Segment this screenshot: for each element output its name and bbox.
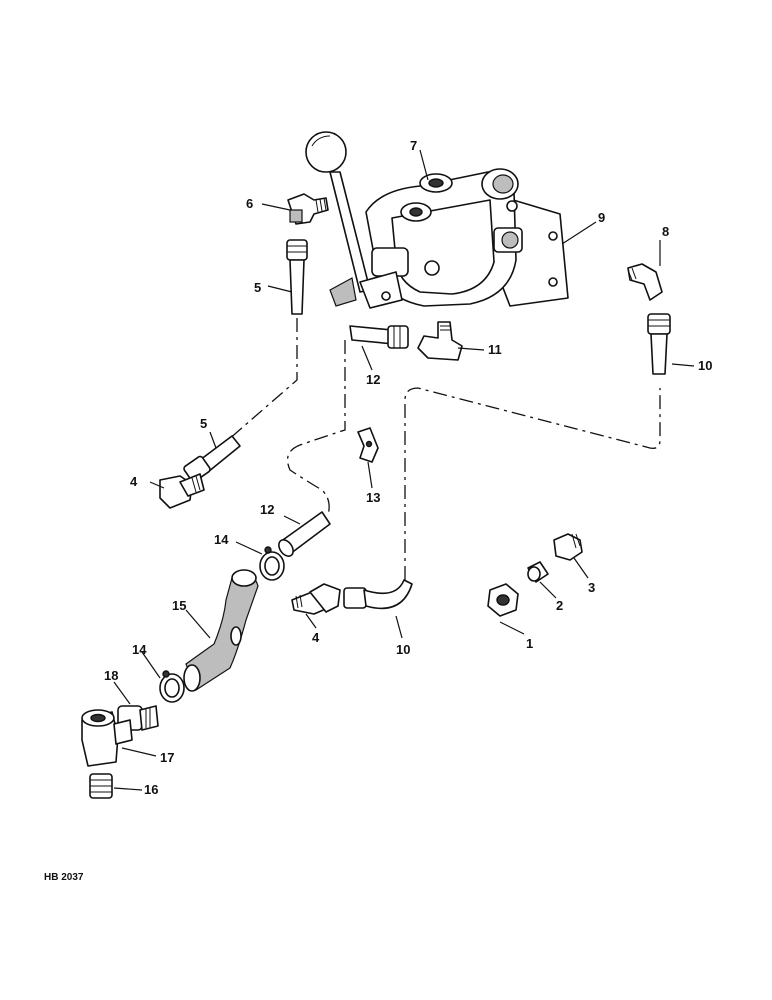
reference-code: HB 2037	[44, 872, 84, 883]
valve-bolt	[506, 200, 518, 212]
adapter-3	[553, 533, 583, 561]
curved-hose-10	[343, 579, 413, 610]
lever-knob	[305, 131, 347, 173]
callout-9: 9	[598, 210, 605, 225]
hose-clamp-14-upper	[259, 546, 285, 581]
hose-route-left	[227, 318, 298, 441]
control-lever	[305, 131, 403, 309]
tee-fitting-17	[81, 709, 133, 767]
callout-4-left: 4	[130, 474, 138, 489]
lever-boot	[329, 277, 357, 307]
hose-clamp-14-lower	[159, 670, 185, 703]
hose-route-right	[404, 387, 661, 580]
elbow-fitting-11	[417, 321, 463, 361]
control-valve-assembly	[365, 168, 569, 307]
callout-16: 16	[144, 782, 158, 797]
hose-clip-13	[357, 427, 379, 463]
callout-15: 15	[172, 598, 186, 613]
callout-18: 18	[104, 668, 118, 683]
valve-port-front	[409, 207, 423, 217]
valve-side-plug-hex	[501, 231, 519, 249]
elbow-fitting-4-left	[159, 473, 205, 509]
hose-end-5-upper	[286, 239, 308, 315]
callout-4-center: 4	[312, 630, 320, 645]
callout-10-center: 10	[396, 642, 410, 657]
callout-labels: 1 2 3 4 4 5 5 6 7 8 9 10 10 11 12 12 13 …	[104, 138, 712, 797]
callout-8: 8	[662, 224, 669, 239]
lever-knob-highlight	[311, 135, 331, 147]
valve-bolt	[424, 260, 440, 276]
nut-1	[487, 583, 519, 617]
hose-end-10-right	[647, 313, 671, 375]
formed-hose-15	[183, 569, 259, 692]
callout-5-lower: 5	[200, 416, 207, 431]
valve-spool-end	[371, 247, 409, 277]
callout-3: 3	[588, 580, 595, 595]
callout-17: 17	[160, 750, 174, 765]
plug-16	[89, 773, 113, 799]
valve-end-cap-inner	[492, 174, 514, 194]
callout-6: 6	[246, 196, 253, 211]
leader-lines	[113, 149, 695, 791]
elbow-fitting-4-center	[291, 583, 341, 615]
sleeve-2	[527, 561, 549, 583]
callout-12-lower: 12	[260, 502, 274, 517]
fitting-18	[117, 705, 159, 731]
lever-linkage	[359, 271, 403, 309]
callout-2: 2	[556, 598, 563, 613]
callout-12-upper: 12	[366, 372, 380, 387]
elbow-fitting-8	[627, 263, 663, 301]
callout-10-right: 10	[698, 358, 712, 373]
hose-route-center	[286, 340, 346, 516]
hose-end-12-upper	[349, 325, 409, 349]
bracket-hole	[548, 277, 558, 287]
elbow-fitting-6	[287, 193, 329, 225]
callout-14-lower: 14	[132, 642, 147, 657]
lever-shaft	[329, 171, 371, 293]
callout-7: 7	[410, 138, 417, 153]
callout-1: 1	[526, 636, 533, 651]
valve-port-top	[428, 178, 444, 188]
callout-13: 13	[366, 490, 380, 505]
callout-11: 11	[488, 342, 502, 357]
lever-pivot	[381, 291, 391, 301]
callout-14-upper: 14	[214, 532, 229, 547]
callout-5-upper: 5	[254, 280, 261, 295]
bracket-hole	[548, 231, 558, 241]
hose-end-5-lower	[183, 435, 241, 483]
hose-12-lower	[278, 511, 331, 557]
